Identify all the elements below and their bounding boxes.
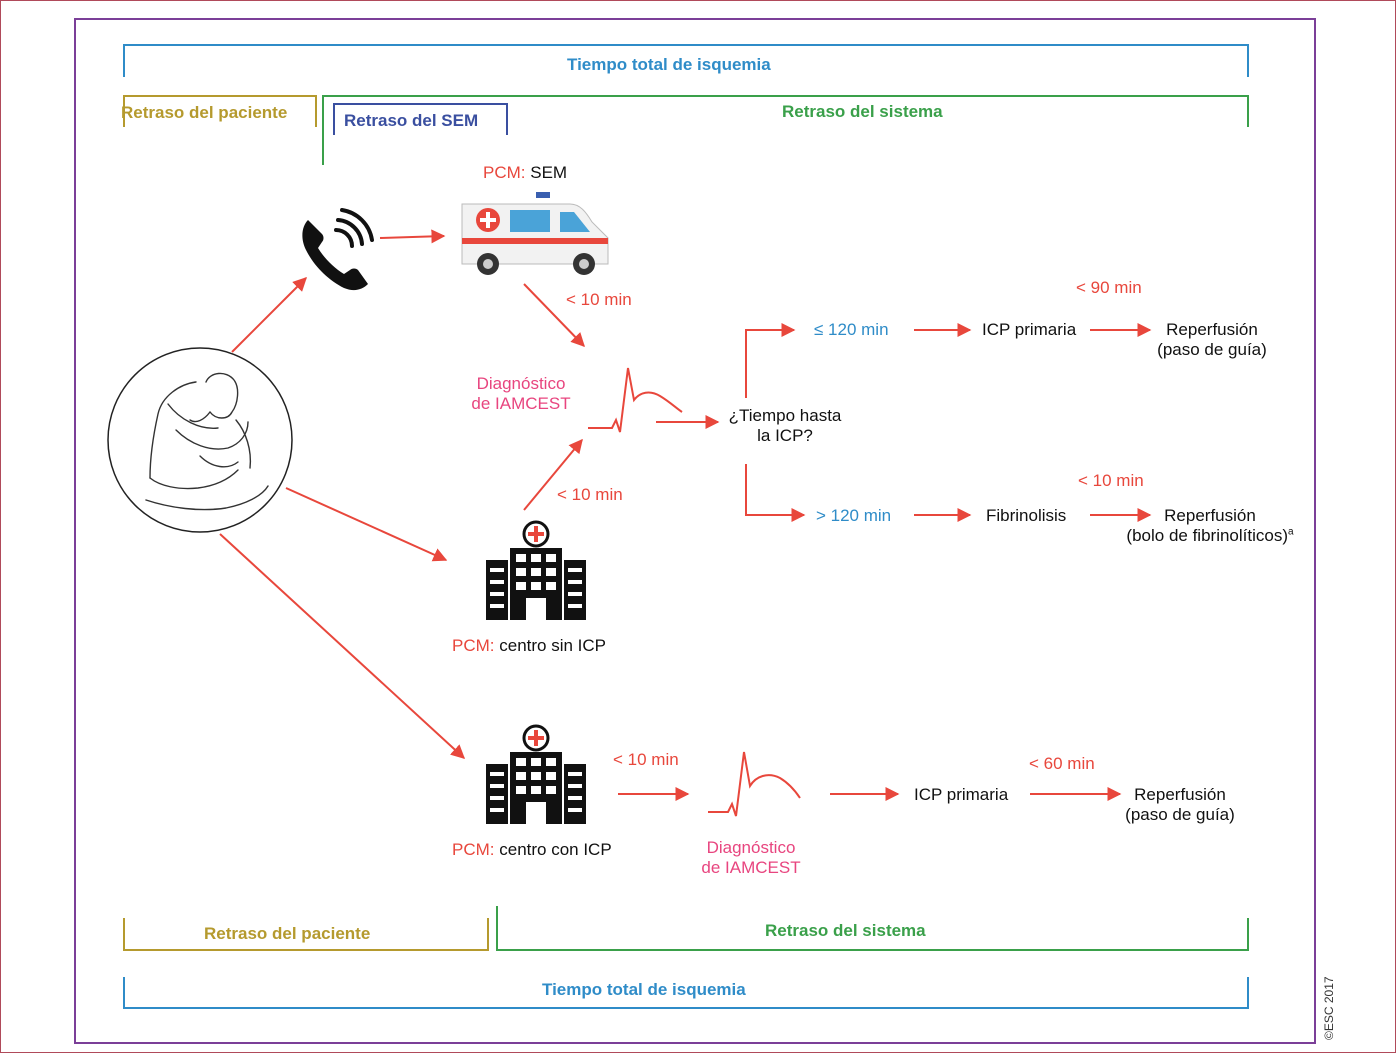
ecg-icon [708,751,801,817]
hospital-icon [486,724,586,824]
system-delay-bottom-label: Retraso del sistema [765,921,926,940]
fibrinolisis-label: Fibrinolisis [986,506,1067,525]
arrow-patient-centro-con [219,533,466,759]
reperfusion-word: Reperfusión [1134,785,1226,804]
reperfusion-top: Reperfusión(paso de guía) [1142,320,1282,360]
hospital-icon [486,520,586,620]
sem-delay-top-label: Retraso del SEM [344,111,479,130]
arrow-branch-down [745,464,806,522]
arrow-centro-diag [523,438,583,511]
diagnosis-line1: Diagnóstico [476,374,566,393]
patient-bracket-top [123,95,317,127]
pcm-prefix: PCM: [452,840,495,859]
reperfusion-bottom: Reperfusión(paso de guía) [1110,785,1250,825]
question-line2: la ICP? [757,426,813,445]
patient-chest-pain-icon [107,347,293,533]
system-bracket-top [322,95,1249,165]
arrow-branch-up [745,323,796,398]
total-ischemia-top-label: Tiempo total de isquemia [567,55,771,74]
arrow-ambulance-diag [523,283,585,348]
time-lt10-fib: < 10 min [1078,471,1144,490]
sem-bracket-top [333,103,508,135]
sem-text: SEM [530,163,568,182]
diagnosis-line1: Diagnóstico [706,838,796,857]
pcm-prefix: PCM: [452,636,495,655]
reperfusion-word: Reperfusión [1166,320,1258,339]
copyright-label: ©ESC 2017 [1322,976,1336,1040]
ecg-icon [588,367,683,433]
diagnosis-line2: de IAMCEST [701,858,801,877]
phone-icon [302,208,374,291]
reperfusion-word: Reperfusión [1164,506,1256,525]
patient-delay-bottom-label: Retraso del paciente [204,924,371,943]
time-le120: ≤ 120 min [814,320,889,339]
total-bracket-top [123,44,1249,77]
paso-guia: (paso de guía) [1125,805,1235,824]
system-delay-top-label: Retraso del sistema [782,102,943,121]
pcm-centro-con-label: PCM: centro con ICP [452,840,612,860]
time-lt10-centro: < 10 min [557,485,623,504]
arrow-patient-phone [231,277,307,353]
time-lt10-sem: < 10 min [566,290,632,309]
arrow-phone-ambulance [379,229,446,244]
centro-con-text: centro con ICP [499,840,612,859]
pcm-centro-sin-label: PCM: centro sin ICP [452,636,606,656]
patient-bracket-bottom [123,918,489,951]
reperfusion-fib: Reperfusión(bolo de fibrinolíticos)a [1100,506,1320,546]
total-ischemia-bottom-label: Tiempo total de isquemia [542,980,746,999]
time-lt10-icp: < 10 min [613,750,679,769]
ambulance-icon [461,192,609,275]
bolo-text: (bolo de fibrinolíticos)a [1100,526,1320,546]
time-lt90: < 90 min [1076,278,1142,297]
pcm-prefix: PCM: [483,163,526,182]
icp-primaria-bottom: ICP primaria [914,785,1009,804]
system-bracket-bottom [496,906,1249,951]
time-lt60: < 60 min [1029,754,1095,773]
arrow-patient-centro-sin [285,487,448,562]
time-gt120: > 120 min [816,506,892,525]
centro-sin-text: centro sin ICP [499,636,606,655]
pcm-sem-label: PCM: SEM [483,163,567,183]
icp-primaria-top: ICP primaria [982,320,1077,339]
diagram-frame [74,18,1316,1044]
diagnosis-line2: de IAMCEST [471,394,571,413]
bolo-fibrinoliticos: (bolo de fibrinolíticos) [1126,526,1288,545]
footnote-a: a [1288,526,1294,538]
question-line1: ¿Tiempo hasta [728,406,842,425]
paso-guia: (paso de guía) [1157,340,1267,359]
total-bracket-bottom [123,977,1249,1009]
patient-delay-top-label: Retraso del paciente [121,103,288,122]
